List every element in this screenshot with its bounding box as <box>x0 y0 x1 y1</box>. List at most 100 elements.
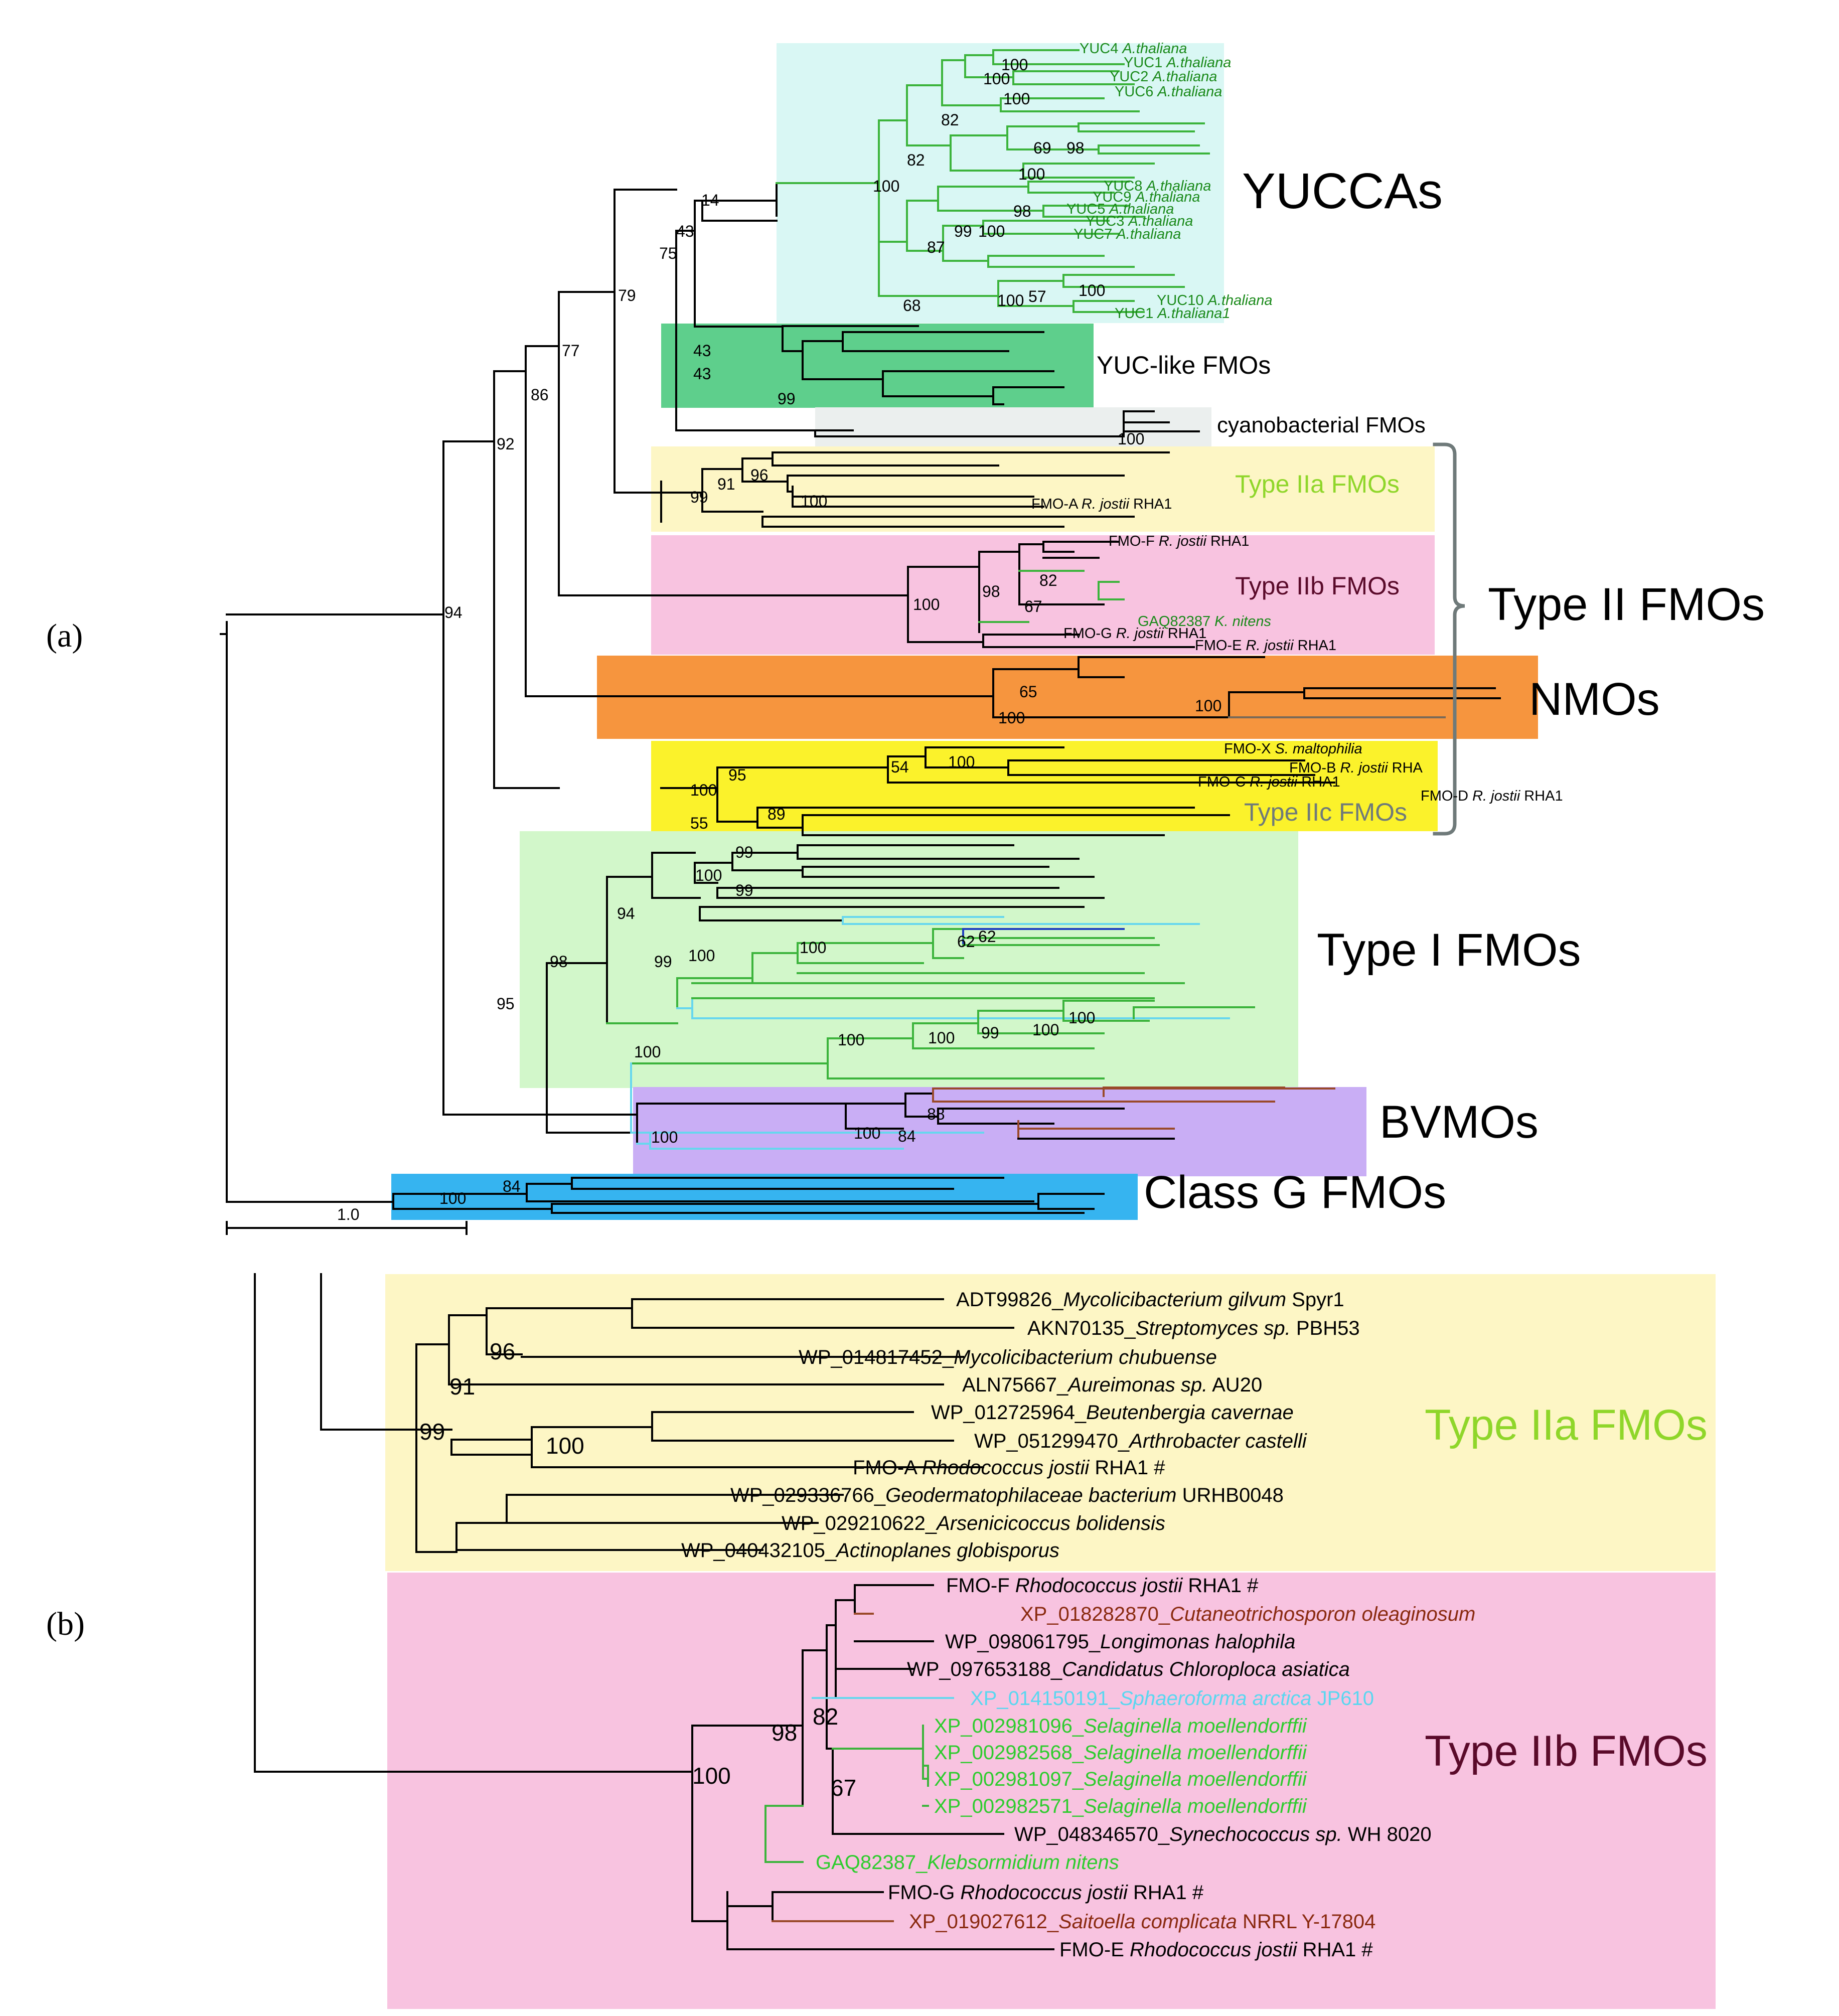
bootstrap-value-a: 100 <box>1001 56 1028 74</box>
leaf-label-a: FMO-C R. jostii RHA1 <box>1198 774 1340 790</box>
bootstrap-value-b: 96 <box>490 1338 515 1364</box>
leaf-label-a: YUC1 A.thaliana1 <box>1115 305 1231 322</box>
bootstrap-value-a: 100 <box>439 1189 466 1207</box>
bootstrap-value-a: 100 <box>998 709 1025 727</box>
bootstrap-value-a: 96 <box>750 466 769 484</box>
group-label-class-g-fmos: Class G FMOs <box>1144 1167 1446 1218</box>
bootstrap-value-a: 100 <box>1118 430 1144 448</box>
bootstrap-value-a: 100 <box>948 753 975 771</box>
bootstrap-value-a: 99 <box>735 843 753 861</box>
panel-b-label: (b) <box>46 1606 85 1642</box>
leaf-label-b: XP_018282870_Cutaneotrichosporon oleagin… <box>1020 1603 1475 1625</box>
leaf-label-a: FMO-D R. jostii RHA1 <box>1421 788 1563 804</box>
leaf-label-a: YUC3 A.thaliana <box>1086 213 1193 229</box>
bootstrap-value-a: 82 <box>1039 571 1057 589</box>
bootstrap-value-b: 82 <box>813 1703 838 1730</box>
bootstrap-value-a: 100 <box>928 1029 955 1047</box>
bootstrap-value-a: 89 <box>768 805 786 823</box>
leaf-label-b: AKN70135_Streptomyces sp. PBH53 <box>1027 1317 1360 1339</box>
group-label-type-iib-fmos-b: Type IIb FMOs <box>1425 1727 1708 1775</box>
bootstrap-value-a: 69 <box>1033 139 1051 157</box>
leaf-label-b: XP_002981097_Selaginella moellendorffii <box>934 1768 1307 1790</box>
panel-a-label: (a) <box>46 617 83 654</box>
leaf-label-a: FMO-G R. jostii RHA1 <box>1063 626 1206 642</box>
leaf-label-b: WP_097653188_Candidatus Chloroploca asia… <box>907 1658 1350 1680</box>
bootstrap-value-a: 100 <box>1032 1021 1059 1039</box>
leaf-label-b: XP_014150191_Sphaeroforma arctica JP610 <box>970 1687 1374 1710</box>
leaf-label-a: FMO-B R. jostii RHA <box>1289 760 1423 776</box>
bootstrap-value-b: 91 <box>449 1373 475 1400</box>
bootstrap-value-a: 84 <box>898 1127 916 1145</box>
bootstrap-value-a: 84 <box>503 1177 521 1195</box>
bootstrap-value-a: 62 <box>957 933 975 951</box>
leaf-label-a: YUC9 A.thaliana <box>1093 189 1200 205</box>
leaf-label-a: GAQ82387 K. nitens <box>1138 613 1271 630</box>
bootstrap-value-a: 100 <box>800 939 826 957</box>
bootstrap-value-b: 99 <box>419 1419 445 1445</box>
leaf-label-a: YUC8 A.thaliana <box>1104 178 1211 194</box>
leaf-label-b: XP_019027612_Saitoella complicata NRRL Y… <box>909 1911 1375 1933</box>
bootstrap-value-a: 91 <box>717 475 735 493</box>
bootstrap-value-a: 14 <box>701 191 719 209</box>
bootstrap-value-a: 95 <box>497 995 515 1013</box>
bootstrap-value-a: 99 <box>654 953 672 971</box>
leaf-label-b: WP_029210622_Arsenicicoccus bolidensis <box>782 1512 1165 1534</box>
leaf-label-a: YUC10 A.thaliana <box>1157 292 1273 308</box>
bootstrap-value-a: 54 <box>891 758 909 776</box>
leaf-label-b: WP_048346570_Synechococcus sp. WH 8020 <box>1014 1823 1432 1845</box>
bootstrap-value-a: 68 <box>903 296 921 315</box>
leaf-label-a: YUC7 A.thaliana <box>1074 226 1181 242</box>
bootstrap-value-a: 98 <box>982 582 1000 600</box>
bootstrap-value-a: 62 <box>978 927 996 946</box>
clade-box-type-iib-fmos-b <box>387 1573 1716 2009</box>
group-label-type-iia-fmos-b: Type IIa FMOs <box>1425 1401 1708 1449</box>
group-label-nmos: NMOs <box>1529 674 1660 725</box>
leaf-label-b: WP_098061795_Longimonas halophila <box>945 1631 1295 1653</box>
group-label-type-i-fmos: Type I FMOs <box>1317 924 1581 976</box>
leaf-label-b: ALN75667_Aureimonas sp. AU20 <box>962 1374 1262 1396</box>
group-label-yuccas: YUCCAs <box>1242 163 1443 219</box>
bootstrap-value-a: 75 <box>659 244 677 262</box>
type-ii-bracket <box>1433 442 1465 836</box>
bootstrap-value-b: 98 <box>772 1720 797 1746</box>
bootstrap-value-a: 100 <box>1003 90 1030 108</box>
leaf-label-b: WP_012725964_Beutenbergia cavernae <box>931 1402 1294 1424</box>
bootstrap-value-a: 100 <box>1018 165 1045 183</box>
bootstrap-value-a: 100 <box>854 1124 880 1142</box>
leaf-label-b: WP_029336766_Geodermatophilaceae bacteri… <box>730 1484 1284 1506</box>
group-label-type-iic-fmos: Type IIc FMOs <box>1244 798 1407 826</box>
bootstrap-value-a: 99 <box>778 390 796 408</box>
bootstrap-value-a: 67 <box>1024 597 1042 615</box>
leaf-label-b: FMO-E Rhodococcus jostii RHA1 # <box>1059 1939 1373 1961</box>
bootstrap-value-a: 100 <box>695 866 722 884</box>
bootstrap-value-a: 100 <box>690 781 717 799</box>
bootstrap-value-a: 82 <box>941 111 959 129</box>
bootstrap-value-a: 87 <box>927 238 945 256</box>
group-label-type-iib-fmos: Type IIb FMOs <box>1235 572 1400 600</box>
bootstrap-value-a: 94 <box>444 603 463 622</box>
bootstrap-value-a: 100 <box>1079 281 1105 299</box>
leaf-label-a: YUC2 A.thaliana <box>1110 69 1217 85</box>
group-label-yuc-like-fmos: YUC-like FMOs <box>1097 351 1271 379</box>
bootstrap-value-a: 88 <box>927 1105 945 1123</box>
leaf-label-b: WP_040432105_Actinoplanes globisporus <box>681 1539 1059 1562</box>
bootstrap-value-a: 100 <box>1068 1009 1095 1027</box>
leaf-label-b: FMO-G Rhodococcus jostii RHA1 # <box>888 1882 1204 1904</box>
bootstrap-value-b: 100 <box>546 1433 584 1459</box>
bootstrap-value-a: 100 <box>983 70 1010 88</box>
bootstrap-value-a: 98 <box>550 953 568 971</box>
leaf-label-b: WP_014817452_Mycolicibacterium chubuense <box>799 1346 1217 1368</box>
bootstrap-value-a: 65 <box>1019 683 1037 701</box>
clade-box-cyanobacterial-fmos <box>815 407 1211 446</box>
leaf-label-a: YUC4 A.thaliana <box>1080 41 1187 57</box>
leaf-label-a: FMO-A R. jostii RHA1 <box>1031 496 1172 512</box>
bootstrap-value-a: 57 <box>1028 287 1046 305</box>
bootstrap-value-a: 94 <box>617 904 635 922</box>
bootstrap-value-a: 100 <box>651 1128 678 1146</box>
leaf-label-a: YUC6 A.thaliana <box>1115 84 1222 100</box>
bootstrap-value-a: 100 <box>913 595 940 613</box>
leaf-label-b: WP_051299470_Arthrobacter castelli <box>974 1430 1307 1452</box>
clade-box-type-i-fmos <box>520 831 1298 1088</box>
bootstrap-value-a: 100 <box>997 291 1024 309</box>
